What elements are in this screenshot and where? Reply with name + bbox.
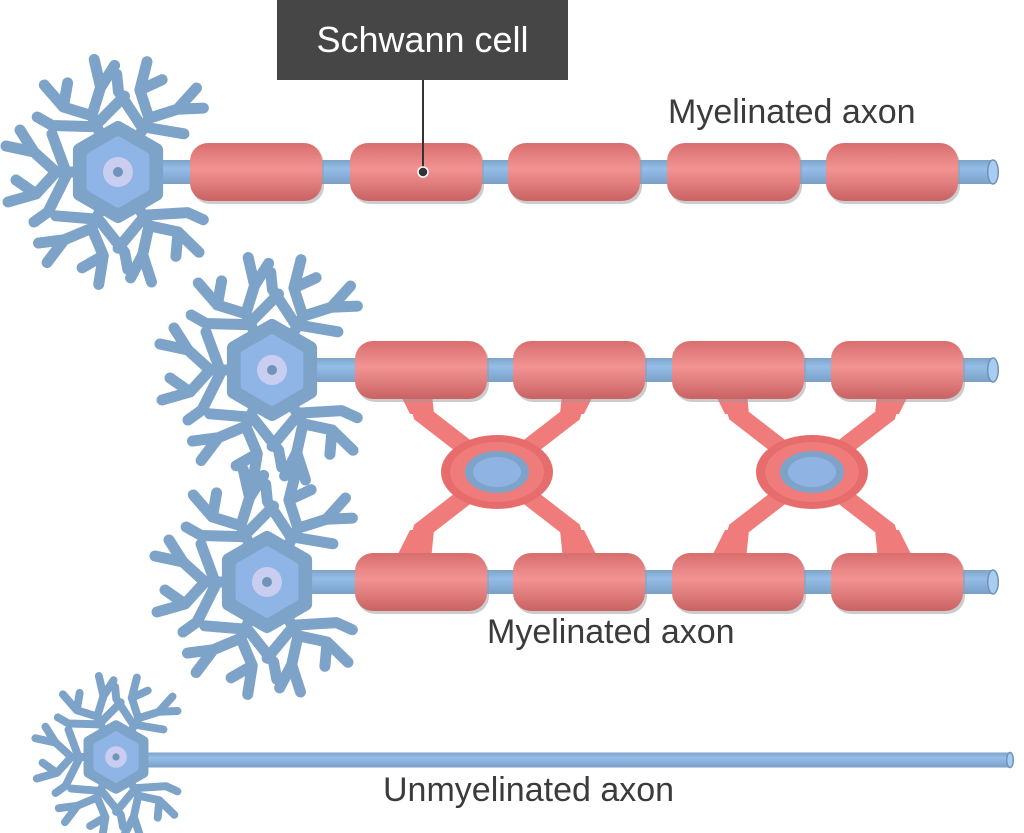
- myelin-sheath-segment: [355, 553, 489, 614]
- dendrite: [111, 673, 182, 743]
- dendrite: [180, 464, 279, 561]
- dendrite: [33, 193, 134, 290]
- schwann-segment: [672, 341, 804, 399]
- middle-lower-neuron: [149, 464, 358, 700]
- dendrite: [187, 391, 288, 488]
- dendrite: [260, 466, 358, 562]
- schwann-segment: [513, 553, 645, 611]
- middle-upper-neuron: [154, 252, 363, 488]
- myelin-sheath-segment: [831, 341, 965, 402]
- schwann-segment: [672, 553, 804, 611]
- myelin-sheath-segment: [672, 553, 806, 614]
- schwann-cell-callout: Schwann cell: [277, 0, 568, 80]
- axon-end: [986, 357, 1000, 383]
- axon-end: [1005, 751, 1015, 769]
- axon-end: [986, 159, 1000, 185]
- schwann-segment: [508, 143, 640, 201]
- process-foot: [710, 530, 749, 560]
- nucleolus: [262, 577, 272, 587]
- dendrite: [53, 672, 125, 742]
- myelin-sheath-segment: [667, 143, 802, 204]
- oligodendrocyte: [395, 381, 599, 563]
- dendrite: [54, 772, 128, 833]
- myelin-sheath-segment: [508, 143, 642, 204]
- dendrite: [154, 322, 248, 426]
- nucleolus: [113, 167, 123, 177]
- dendrite: [266, 390, 363, 486]
- schwann-segment: [826, 143, 958, 201]
- axon-end: [986, 569, 1000, 595]
- dendrite: [112, 192, 209, 288]
- bottom-neuron: [31, 672, 182, 833]
- middle-axon-label: Myelinated axon: [487, 613, 735, 651]
- bottom-axon: [130, 751, 1015, 769]
- oligodendrocyte-nucleus-inner: [473, 457, 521, 487]
- axon-shaft: [130, 752, 1010, 768]
- schwann-segment: [355, 341, 487, 399]
- myelin-sheath-segment: [672, 341, 806, 402]
- myelin-sheath-segment: [355, 341, 489, 402]
- dendrite: [182, 603, 283, 700]
- schwann-segment: [190, 143, 322, 201]
- oligodendrocyte: [710, 381, 914, 563]
- myelin-sheath-segment: [513, 553, 647, 614]
- nucleolus: [112, 753, 120, 761]
- bottom-axon-label: Unmyelinated axon: [383, 771, 675, 809]
- schwann-segment: [513, 341, 645, 399]
- schwann-segment: [355, 553, 487, 611]
- schwann-segment: [831, 341, 963, 399]
- process-foot: [560, 530, 599, 560]
- process-foot: [875, 530, 914, 560]
- dendrite: [185, 252, 284, 349]
- dendrite: [265, 254, 363, 350]
- schwann-segment: [831, 553, 963, 611]
- myelin-sheath-segment: [826, 143, 960, 204]
- dendrite: [112, 771, 182, 833]
- dendrite: [31, 54, 130, 151]
- top-axon-label: Myelinated axon: [668, 93, 916, 131]
- dendrite: [149, 534, 243, 638]
- oligodendrocyte-nucleus-inner: [788, 457, 836, 487]
- dendrite: [0, 124, 94, 228]
- myelin-sheath-segment: [513, 341, 647, 402]
- nucleolus: [267, 365, 277, 375]
- callout-pointer-dot: [417, 166, 429, 178]
- dendrite: [111, 56, 209, 152]
- myelin-sheath-segment: [831, 553, 965, 614]
- process-foot: [395, 530, 434, 560]
- dendrite: [31, 722, 99, 797]
- myelin-sheath-segment: [350, 143, 484, 204]
- schwann-segment: [350, 143, 482, 201]
- dendrite: [261, 602, 358, 698]
- schwann-segment: [667, 143, 800, 201]
- top-neuron: [0, 54, 209, 290]
- callout-label: Schwann cell: [316, 19, 529, 60]
- myelin-sheath-segment: [190, 143, 324, 204]
